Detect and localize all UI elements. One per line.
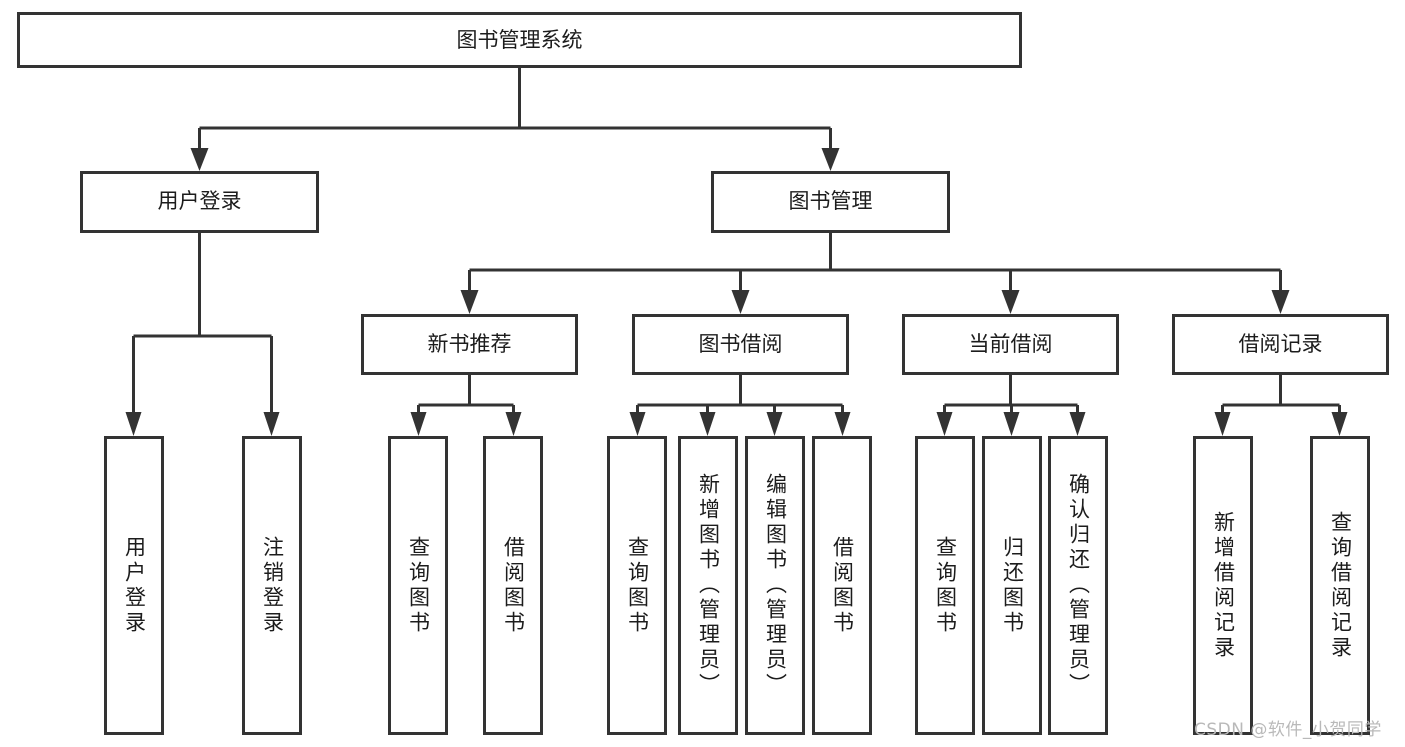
node-root-box[interactable]: [17, 12, 1022, 68]
node-leaf-borrow-book-2-box[interactable]: [812, 436, 872, 735]
node-borrow-record-label: 借阅记录: [1239, 332, 1323, 356]
arrow-head-leaf-query-book-2: [629, 412, 646, 436]
node-leaf-confirm-return-box[interactable]: [1048, 436, 1108, 735]
arrow-head-new-book-recommend: [460, 290, 479, 314]
arrow-head-leaf-user-login: [125, 412, 142, 436]
node-leaf-edit-book-box[interactable]: [745, 436, 805, 735]
watermark-text: CSDN @软件_小贺同学: [1194, 720, 1382, 740]
node-book-borrow-box[interactable]: [632, 314, 849, 375]
arrow-head-leaf-query-book-3: [936, 412, 953, 436]
node-current-borrow[interactable]: 当前借阅: [902, 314, 1119, 375]
arrow-head-leaf-edit-book: [766, 412, 783, 436]
node-leaf-query-record-box[interactable]: [1310, 436, 1370, 735]
node-borrow-record-box[interactable]: [1172, 314, 1389, 375]
connector-root-to-level2: [190, 68, 840, 171]
arrow-head-current-borrow: [1001, 290, 1020, 314]
arrow-head-leaf-borrow-book-2: [834, 412, 851, 436]
node-leaf-return-book-box[interactable]: [982, 436, 1042, 735]
arrow-head-book-manage: [821, 148, 840, 171]
node-leaf-query-book-2-box[interactable]: [607, 436, 667, 735]
arrow-head-leaf-return-book: [1003, 412, 1020, 436]
connector-current-borrow-to-leaves: [936, 375, 1086, 436]
node-current-borrow-label: 当前借阅: [969, 332, 1053, 356]
node-leaf-borrow-book-1-box[interactable]: [483, 436, 543, 735]
node-book-borrow-label: 图书借阅: [699, 332, 783, 356]
node-user-login[interactable]: 用户登录: [80, 171, 319, 233]
node-book-manage[interactable]: 图书管理: [711, 171, 950, 233]
arrow-head-leaf-query-record: [1331, 412, 1348, 436]
arrow-head-leaf-query-book-1: [410, 412, 427, 436]
node-root[interactable]: 图书管理系统: [17, 12, 1022, 68]
arrow-head-borrow-record: [1271, 290, 1290, 314]
arrow-head-leaf-add-record: [1214, 412, 1231, 436]
arrow-head-book-borrow: [731, 290, 750, 314]
connector-book-borrow-to-leaves: [629, 375, 851, 436]
arrow-head-leaf-logout: [263, 412, 280, 436]
node-borrow-record[interactable]: 借阅记录: [1172, 314, 1389, 375]
node-leaf-add-book-box[interactable]: [678, 436, 738, 735]
arrow-head-user-login: [190, 148, 209, 171]
node-book-manage-label: 图书管理: [789, 189, 873, 213]
node-current-borrow-box[interactable]: [902, 314, 1119, 375]
leaf-boxes: [104, 436, 1370, 735]
node-leaf-add-record-box[interactable]: [1193, 436, 1253, 735]
arrow-head-leaf-add-book: [699, 412, 716, 436]
arrow-head-leaf-borrow-book-1: [505, 412, 522, 436]
connector-borrow-record-to-leaves: [1214, 375, 1348, 436]
node-leaf-logout-box[interactable]: [242, 436, 302, 735]
node-book-borrow[interactable]: 图书借阅: [632, 314, 849, 375]
node-user-login-label: 用户登录: [158, 189, 242, 213]
connector-user-login-to-leaves: [125, 233, 280, 436]
node-new-book-recommend-label: 新书推荐: [428, 332, 512, 356]
connector-book-manage-to-level3: [460, 233, 1290, 314]
connector-new-book-recommend-to-leaves: [410, 375, 522, 436]
node-root-label: 图书管理系统: [457, 28, 583, 52]
node-new-book-recommend-box[interactable]: [361, 314, 578, 375]
node-book-manage-box[interactable]: [711, 171, 950, 233]
node-leaf-user-login-box[interactable]: [104, 436, 164, 735]
arrow-head-leaf-confirm-return: [1069, 412, 1086, 436]
node-leaf-query-book-1-box[interactable]: [388, 436, 448, 735]
node-user-login-box[interactable]: [80, 171, 319, 233]
node-leaf-query-book-3-box[interactable]: [915, 436, 975, 735]
node-new-book-recommend[interactable]: 新书推荐: [361, 314, 578, 375]
